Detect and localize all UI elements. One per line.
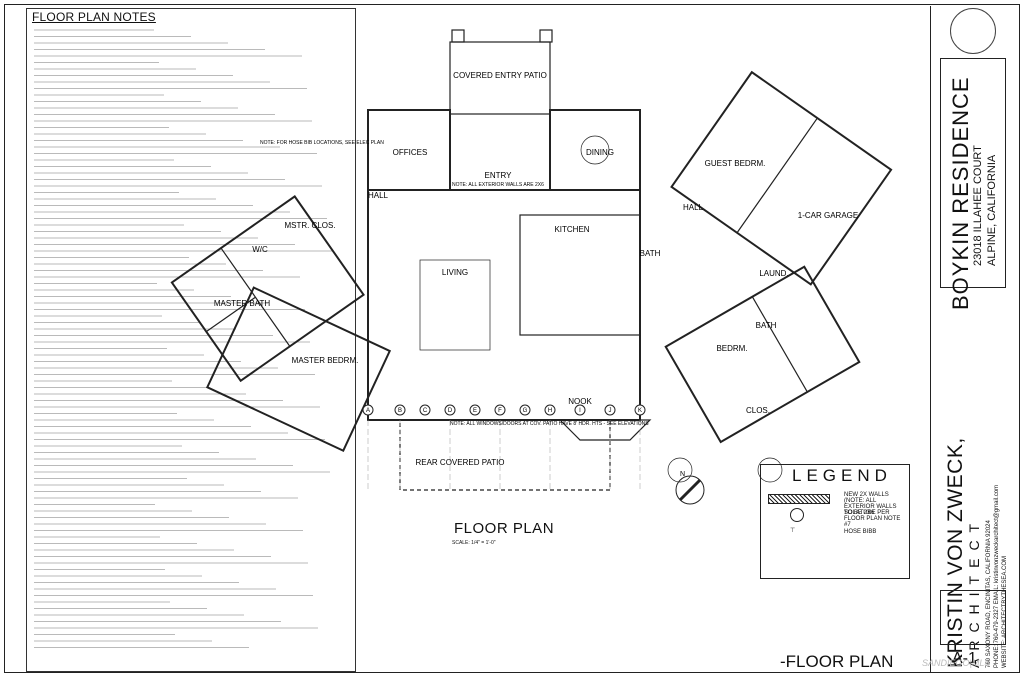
floor-plan-drawing: A B C D E F G H I J K COVERED ENTRY PATIO OFFICES …	[170, 29, 893, 505]
architect-seal-icon	[950, 8, 996, 54]
legend-title: LEGEND	[792, 466, 892, 485]
room-labels: COVERED ENTRY PATIO OFFICES DINING ENTRY…	[214, 71, 858, 467]
plan-title: FLOOR PLAN	[454, 520, 555, 537]
label-bath-top: BATH	[640, 249, 661, 258]
notes-column	[26, 8, 356, 672]
grid-bubble	[574, 404, 586, 416]
project-box	[940, 58, 1006, 288]
grid-bubbles: A B C D E F G H I J K	[362, 404, 646, 416]
label-nook: NOOK	[568, 397, 592, 406]
column	[451, 29, 465, 43]
project-name: BOYKIN RESIDENCE	[948, 76, 973, 310]
grid-bubble-label: A	[366, 408, 370, 414]
label-bath-right: BATH	[756, 321, 777, 330]
grid-bubble	[469, 404, 481, 416]
grid-bubble	[494, 404, 506, 416]
nook-bay	[558, 419, 652, 441]
grid-bubble	[419, 404, 431, 416]
grid-bubble-label: K	[638, 408, 642, 414]
master-bedroom-wing	[205, 286, 392, 453]
hose-note: NOTE: FOR HOSE BIB LOCATIONS, SEE ELEC P…	[260, 140, 384, 146]
grid-bubble-label: B	[398, 408, 402, 414]
north-arrow-icon: N	[675, 471, 705, 505]
legend-item-hose-bibb: HOSE BIBB	[844, 529, 877, 535]
window-note: NOTE: ALL WINDOWS/DOORS AT COV. PATIO HA…	[450, 421, 649, 427]
label-bedrm: BEDRM.	[716, 344, 747, 353]
grid-bubble	[394, 404, 406, 416]
label-mstr-clos: MSTR. CLOS.	[284, 221, 335, 230]
grid-bubble	[444, 404, 456, 416]
right-wing-bedroom	[664, 265, 861, 444]
general-note: NOTE: ALL EXTERIOR WALLS ARE 2X6	[452, 182, 544, 188]
covered-entry-patio-outline	[449, 41, 551, 115]
label-kitchen: KITCHEN	[554, 225, 589, 234]
grid-bubble-label: I	[579, 408, 581, 414]
notes-title: FLOOR PLAN NOTES	[32, 10, 156, 24]
grid-bubble-label: C	[423, 408, 428, 414]
revision-box	[940, 590, 1006, 645]
column	[539, 29, 553, 43]
grid-bubble-label: D	[448, 408, 453, 414]
label-garage: 1-CAR GARAGE	[798, 211, 858, 220]
svg-text:N: N	[680, 471, 685, 478]
label-clos: CLOS.	[746, 406, 770, 415]
plan-scale: SCALE: 1/4" = 1'-0"	[452, 540, 496, 546]
solatube-icon	[790, 508, 804, 522]
patio-table	[667, 457, 693, 483]
dining-table	[580, 135, 610, 165]
legend-item-walls: NEW 2X WALLS (NOTE: ALL EXTERIOR WALLS T…	[844, 492, 897, 516]
label-hall-right: HALL	[683, 203, 704, 212]
grid-lines	[367, 420, 641, 490]
living-walls	[367, 189, 641, 421]
rear-patio-outline	[399, 419, 611, 491]
sheet-border	[4, 4, 1020, 673]
sheet-number: A-1	[952, 650, 977, 667]
grid-bubble	[519, 404, 531, 416]
grid-bubble-label: F	[498, 408, 502, 414]
label-rear-covered-patio: REAR COVERED PATIO	[415, 458, 504, 467]
label-entry: ENTRY	[485, 171, 513, 180]
label-master-bath: MASTER BATH	[214, 299, 271, 308]
patio-table	[757, 457, 783, 483]
grid-bubble	[634, 404, 646, 416]
title-block	[930, 6, 1018, 672]
grid-bubble	[544, 404, 556, 416]
grid-bubble-label: H	[548, 408, 552, 414]
legend-box	[760, 464, 910, 579]
label-dining: DINING	[586, 148, 614, 157]
legend-item-solatube: SOLATUBE PER FLOOR PLAN NOTE #7	[844, 510, 901, 528]
legend-wall-swatch	[768, 494, 830, 504]
label-hall-left: HALL	[368, 191, 389, 200]
living-sofa-layout	[419, 259, 491, 351]
grid-bubble	[362, 404, 374, 416]
mls-watermark: SANDIEGO|MLS	[922, 658, 991, 668]
hose-bibb-icon: ⊤	[790, 528, 796, 534]
label-guest-bedrm: GUEST BEDRM.	[705, 159, 766, 168]
grid-bubble-label: J	[609, 408, 612, 414]
project-city: ALPINE, CALIFORNIA	[986, 154, 998, 266]
label-wc: W/C	[252, 245, 268, 254]
right-wing-garage	[670, 70, 893, 286]
label-laund: LAUND.	[759, 269, 788, 278]
sheet-title: -FLOOR PLAN	[780, 652, 894, 671]
kitchen-walls	[519, 214, 641, 336]
label-offices: OFFICES	[393, 148, 428, 157]
notes-text-lines	[34, 29, 332, 648]
grid-bubble-label: E	[473, 408, 477, 414]
project-address: 23018 ILLAHEE COURT	[972, 145, 984, 266]
grid-bubble-label: G	[523, 408, 528, 414]
grid-bubble	[604, 404, 616, 416]
label-master-bedrm: MASTER BEDRM.	[292, 356, 359, 365]
label-living: LIVING	[442, 268, 468, 277]
label-covered-entry-patio: COVERED ENTRY PATIO	[453, 71, 547, 80]
